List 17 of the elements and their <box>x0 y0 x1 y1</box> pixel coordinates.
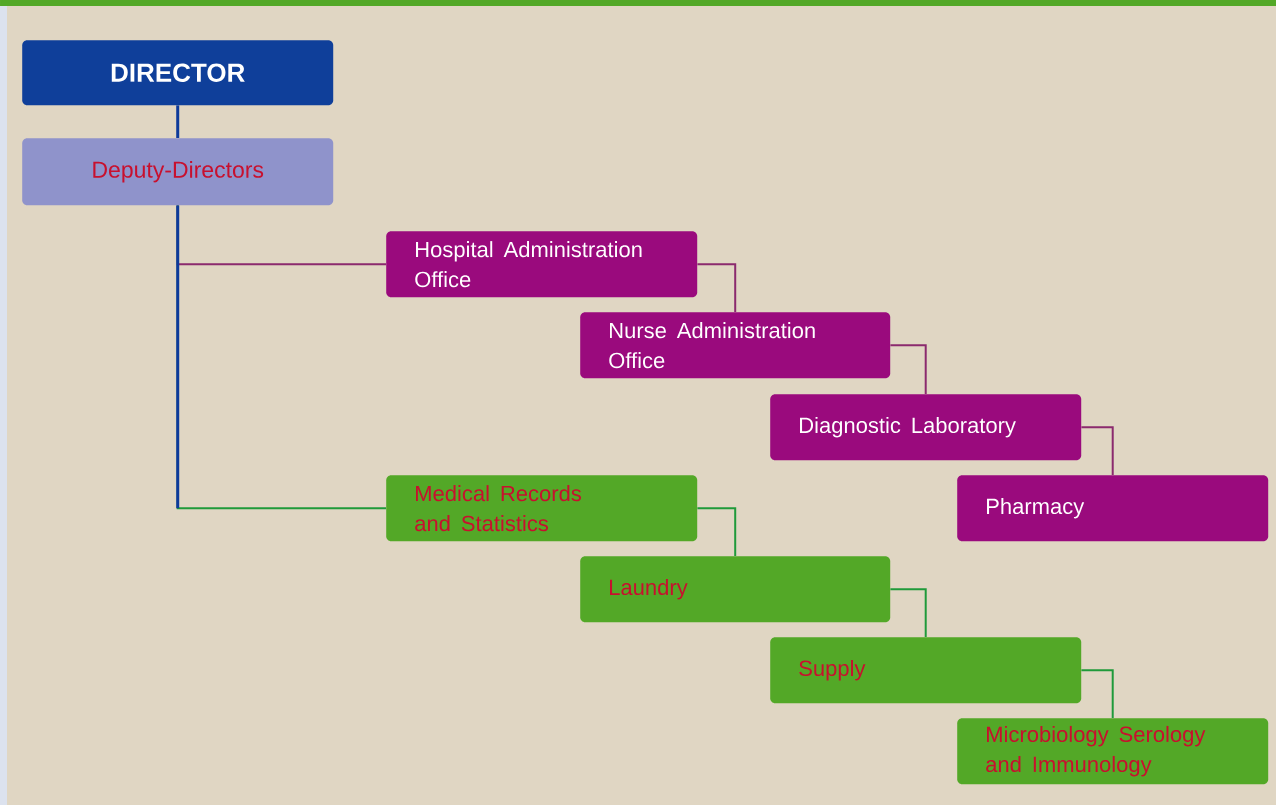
connector-line <box>1080 669 1114 719</box>
department-box: Supply <box>770 637 1082 704</box>
connector-line <box>889 588 927 638</box>
connector-line <box>176 105 180 138</box>
director-box: DIRECTOR <box>22 40 334 106</box>
connector-line <box>889 344 927 395</box>
connector-line <box>696 263 737 313</box>
department-box: Medical Records and Statistics <box>386 475 698 542</box>
department-box: Hospital Administration Office <box>386 231 698 298</box>
connector-line <box>696 507 737 557</box>
deputy-box: Deputy-Directors <box>22 138 334 206</box>
department-box: Diagnostic Laboratory <box>770 394 1082 461</box>
department-box: Nurse Administration Office <box>580 312 891 379</box>
connector-line <box>1080 426 1114 476</box>
department-box: Microbiology Serology and Immunology <box>957 718 1269 785</box>
department-box: Pharmacy <box>957 475 1269 542</box>
department-box: Laundry <box>580 556 891 623</box>
